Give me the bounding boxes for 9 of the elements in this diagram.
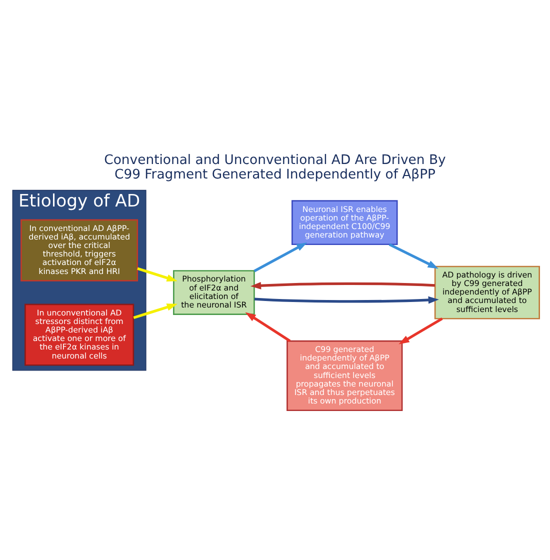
- arrow: [133, 303, 178, 319]
- arrow: [388, 242, 438, 268]
- arrow: [398, 317, 443, 344]
- arrow: [254, 242, 308, 272]
- arrow: [245, 312, 291, 342]
- arrow: [137, 266, 178, 282]
- arrow: [250, 281, 436, 289]
- diagram-title: Conventional and Unconventional AD Are Driven By C99 Fragment Generated Independently of AβPP: [104, 152, 446, 182]
- arrow: [254, 296, 439, 304]
